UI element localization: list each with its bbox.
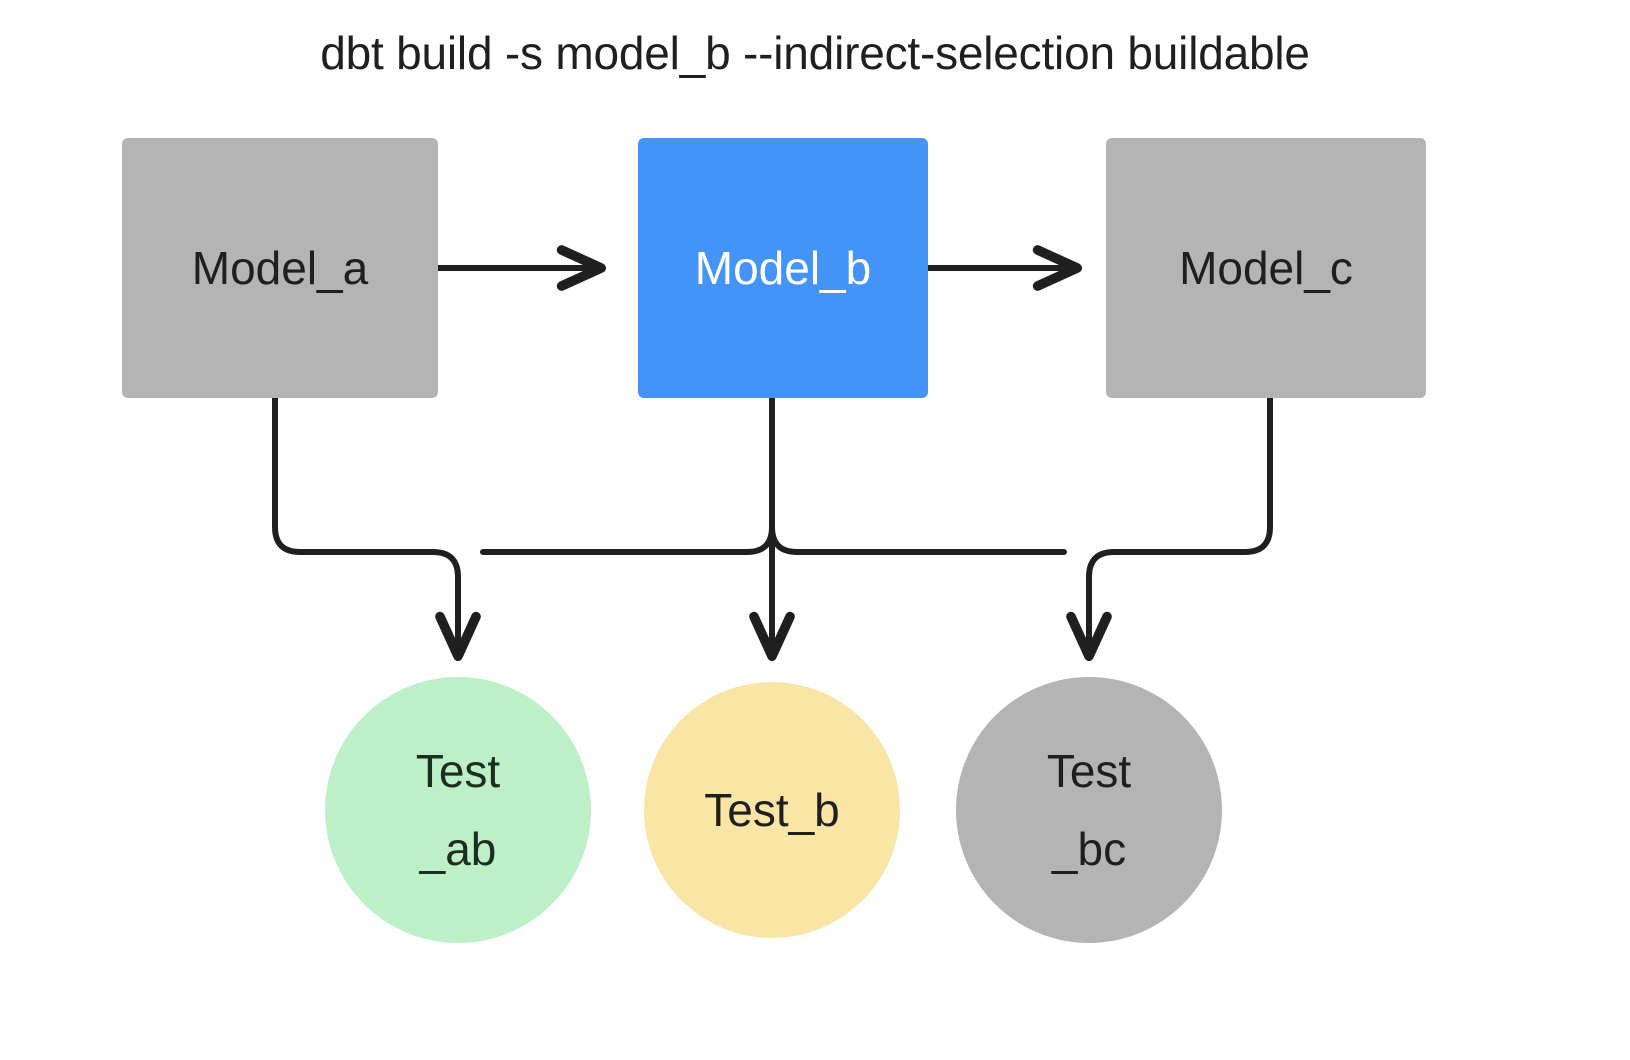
edge-model-b-to-test-ab (480, 524, 775, 555)
node-test-b-label: Test_b (704, 783, 840, 836)
node-test-ab-label: Test _ab (415, 744, 501, 875)
edge-model-c-to-test-bc (1066, 395, 1273, 661)
node-test-bc-label: Test _bc (1046, 744, 1132, 875)
diagram-title: dbt build -s model_b --indirect-selectio… (320, 27, 1310, 79)
node-model-c-label: Model_c (1179, 241, 1353, 294)
node-model-a-label: Model_a (191, 241, 369, 294)
node-test-b[interactable]: Test_b (644, 682, 900, 938)
node-test-bc[interactable]: Test _bc (956, 677, 1222, 943)
node-model-c[interactable]: Model_c (1106, 138, 1426, 398)
node-model-b[interactable]: Model_b (638, 138, 928, 398)
node-model-b-label: Model_b (694, 241, 872, 294)
edge-model-a-to-test-ab (272, 395, 481, 661)
node-test-ab[interactable]: Test _ab (325, 677, 591, 943)
node-model-a[interactable]: Model_a (122, 138, 438, 398)
edge-model-b-to-test-bc (769, 524, 1067, 555)
